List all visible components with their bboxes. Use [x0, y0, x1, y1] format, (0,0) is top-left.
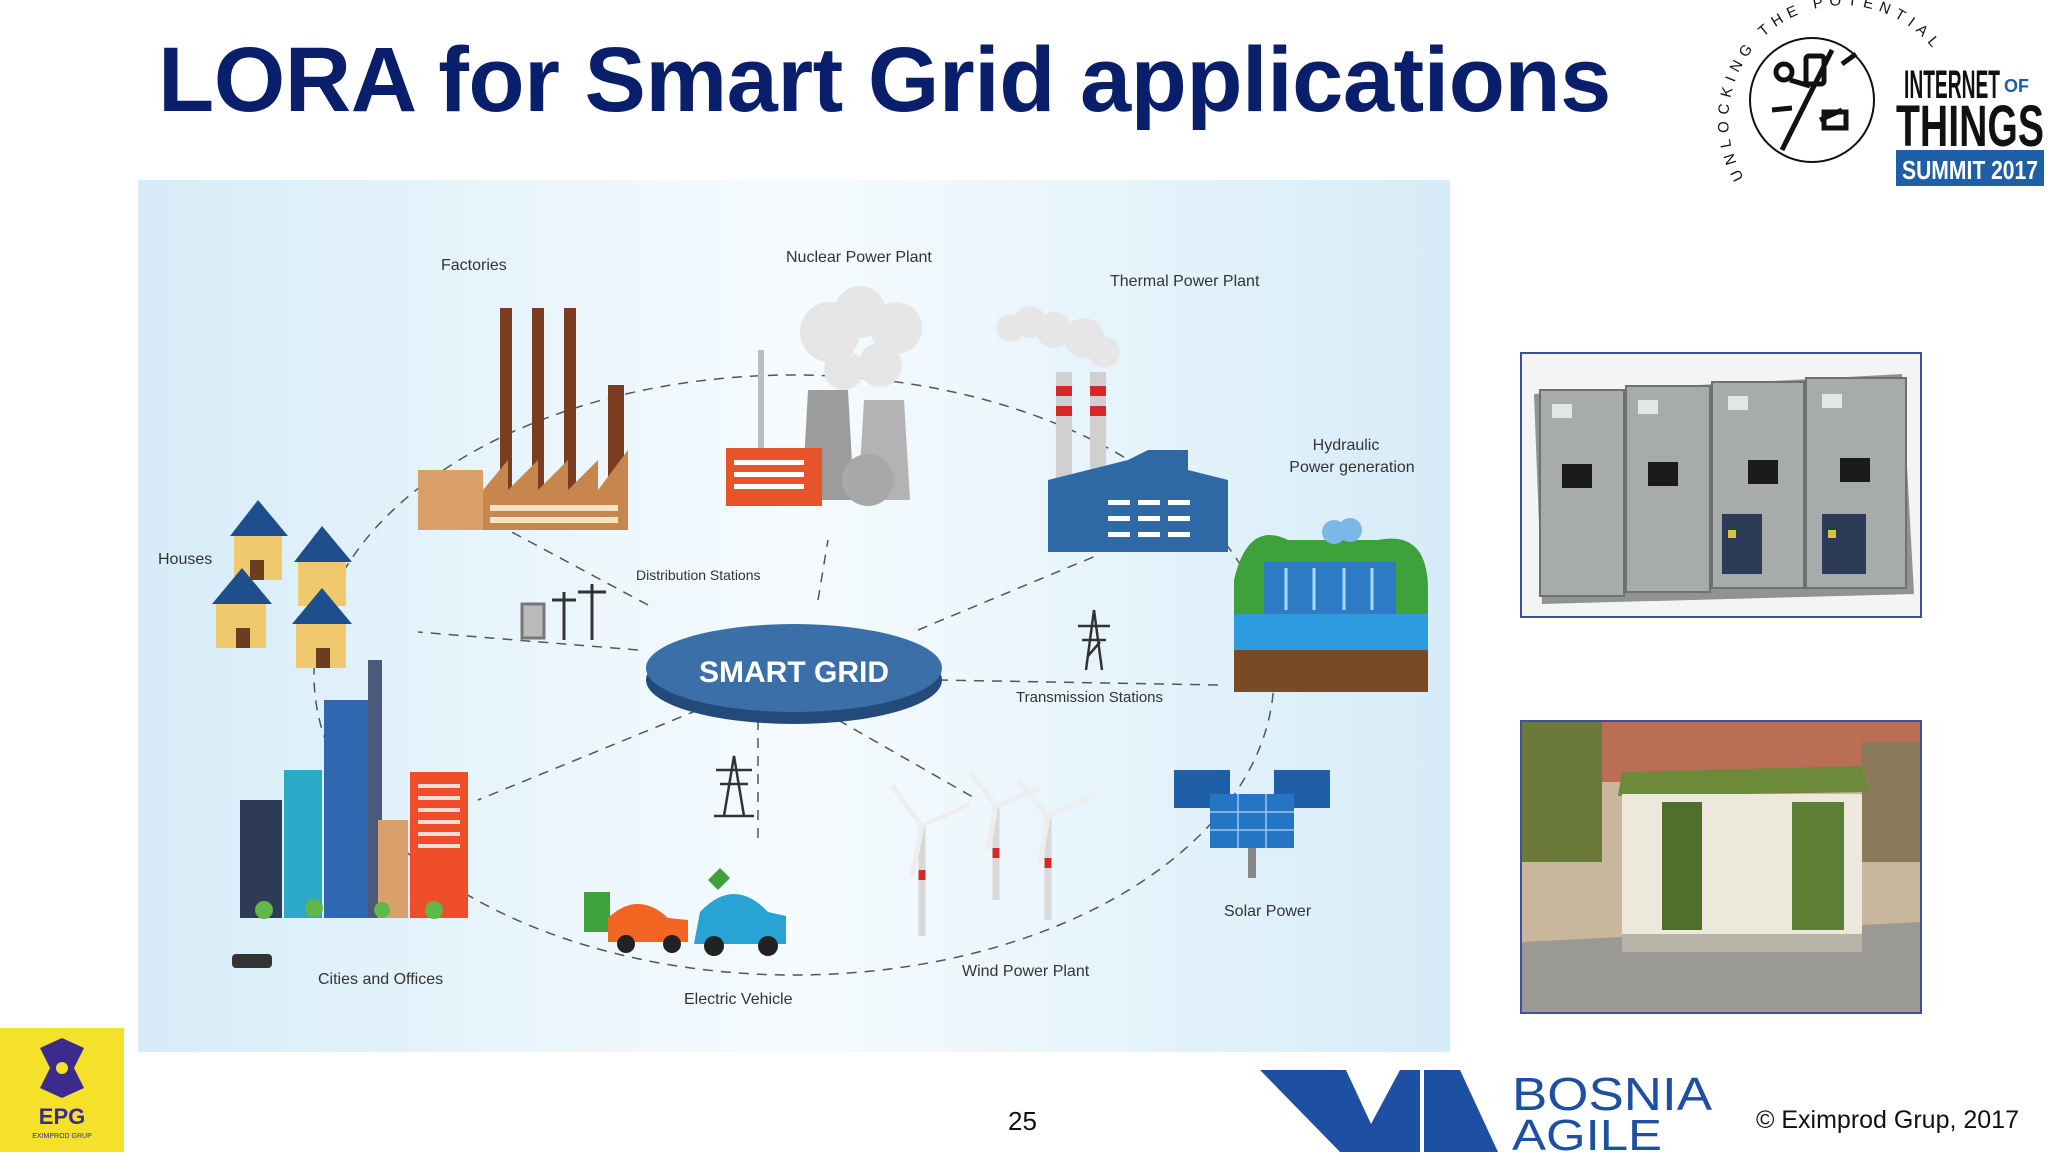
- label-factories: Factories: [441, 257, 507, 274]
- page-number: 25: [1008, 1106, 1037, 1136]
- smart-grid-diagram: SMART GRID: [138, 180, 1450, 1052]
- slide-title: LORA for Smart Grid applications: [158, 29, 1611, 131]
- iot-internet: INTERNET: [1904, 63, 2000, 107]
- epg-subtext: EXIMPROD GRUP: [32, 1133, 92, 1140]
- agile-text: AGILE: [1512, 1111, 1662, 1152]
- label-transmission: Transmission Stations: [1016, 689, 1163, 706]
- bosnia-agile-emblem-icon: [1260, 1070, 1498, 1152]
- label-hydraulic-2: Power generation: [1289, 459, 1414, 476]
- transmission-tower-icon-2: [714, 755, 754, 818]
- nuclear-plant-icon: [726, 286, 922, 506]
- epg-text: EPG: [39, 1104, 85, 1129]
- city-icon: [232, 660, 468, 968]
- substation-photo: [1520, 720, 1922, 1014]
- label-hydraulic-1: Hydraulic: [1313, 437, 1380, 454]
- label-distribution: Distribution Stations: [636, 567, 761, 583]
- factory-icon: [418, 308, 628, 530]
- bosnia-text: BOSNIA: [1512, 1068, 1712, 1120]
- bosnia-agile-logo: BOSNIA AGILE: [1260, 1068, 1712, 1152]
- wind-turbine-icon: [890, 770, 1095, 936]
- iot-summit-logo: UNLOCKING THE POTENTIAL INTERNET OF THIN…: [1715, 0, 2044, 186]
- epg-logo: EPG EXIMPROD GRUP: [0, 1028, 124, 1152]
- label-houses: Houses: [158, 551, 212, 568]
- copyright-text: © Eximprod Grup, 2017: [1756, 1106, 2019, 1134]
- label-ev: Electric Vehicle: [684, 991, 793, 1008]
- label-solar: Solar Power: [1224, 903, 1312, 920]
- iot-of: OF: [2004, 76, 2029, 96]
- solar-panel-icon: [1174, 770, 1330, 878]
- hydro-dam-icon: [1234, 518, 1428, 692]
- transmission-tower-icon: [1078, 609, 1110, 671]
- smart-grid-label: SMART GRID: [699, 656, 889, 689]
- gadget-icon: [1771, 48, 1858, 152]
- label-wind: Wind Power Plant: [962, 963, 1090, 980]
- epg-emblem-icon: [40, 1038, 84, 1098]
- electric-vehicle-icon: [584, 868, 786, 956]
- iot-summit: SUMMIT 2017: [1902, 155, 2038, 185]
- label-cities: Cities and Offices: [318, 971, 443, 988]
- switchgear-photo: [1520, 352, 1922, 618]
- houses-icon: [212, 500, 352, 668]
- iot-things: THINGS: [1896, 94, 2044, 159]
- label-nuclear: Nuclear Power Plant: [786, 249, 932, 266]
- thermal-plant-icon: [996, 306, 1228, 552]
- label-thermal: Thermal Power Plant: [1110, 273, 1260, 290]
- smart-grid-hub: SMART GRID: [646, 624, 942, 724]
- distribution-station-icon: [520, 584, 606, 640]
